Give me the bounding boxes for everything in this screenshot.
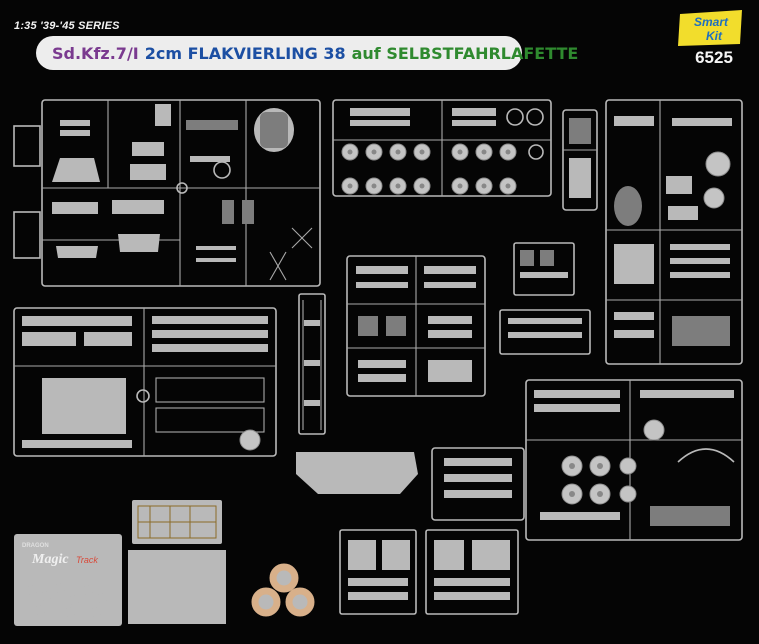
sprue-j xyxy=(339,529,417,615)
title-banner: Sd.Kfz.7/I 2cm FLAKVIERLING 38 auf SELBS… xyxy=(36,36,578,70)
sprue-h xyxy=(13,307,277,457)
magic-track-label: Magic xyxy=(31,552,69,567)
magic-track-sub: Track xyxy=(76,555,98,565)
rubber-tires xyxy=(251,563,315,617)
sprue-f xyxy=(499,242,591,355)
hull-part xyxy=(296,452,418,494)
decal-sheet xyxy=(128,550,226,624)
photo-etch-fret xyxy=(132,500,222,544)
magic-track-brand: DRAGON xyxy=(22,543,49,549)
title-vehicle: auf SELBSTFAHRLAFETTE xyxy=(351,43,579,63)
series-label: 1:35 '39-'45 SERIES xyxy=(14,20,120,32)
logo-word-kit: Kit xyxy=(706,29,723,43)
magic-track-bag xyxy=(14,534,122,626)
sprue-g-chassis xyxy=(298,293,326,435)
sprue-d xyxy=(605,99,743,365)
logo-word-smart: Smart xyxy=(694,15,729,29)
title-designation: Sd.Kfz.7/I xyxy=(52,43,139,63)
sprue-i xyxy=(431,379,743,541)
sprue-a xyxy=(13,99,321,287)
sprue-c-small xyxy=(562,109,598,211)
sprue-k xyxy=(425,529,519,615)
title-weapon: 2cm FLAKVIERLING 38 xyxy=(144,43,346,63)
smart-kit-logo: Smart Kit xyxy=(678,10,742,46)
sprue-b-wheels xyxy=(332,99,552,197)
sprue-e xyxy=(346,255,486,397)
kit-number: 6525 xyxy=(695,48,733,67)
